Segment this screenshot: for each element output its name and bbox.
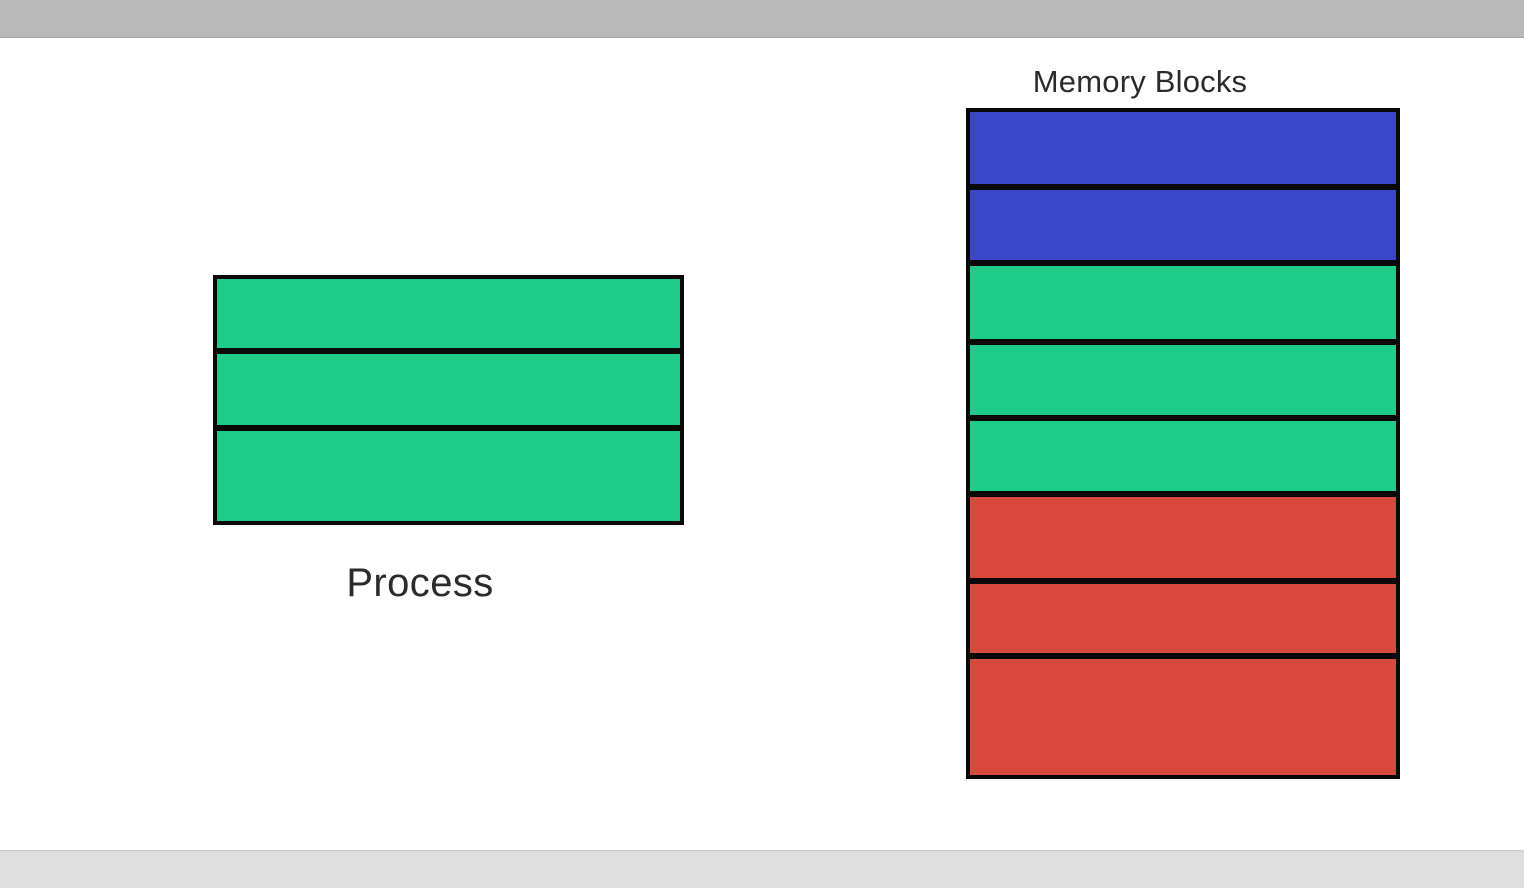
process-block-0 [213,275,684,352]
memory-block-1 [966,186,1400,264]
memory-block-5 [966,493,1400,582]
memory-blocks-title: Memory Blocks [1032,64,1248,99]
memory-block-7 [966,655,1400,779]
memory-block-3 [966,341,1400,419]
memory-block-0 [966,108,1400,188]
process-block-1 [213,350,684,429]
memory-blocks-stack [966,108,1400,779]
window-top-bar [0,0,1524,38]
process-block-2 [213,427,684,525]
memory-block-6 [966,580,1400,657]
process-stack [213,275,684,525]
memory-block-2 [966,262,1400,343]
memory-block-4 [966,417,1400,495]
slide-canvas: Memory Blocks Process [0,38,1524,850]
window-bottom-bar [0,850,1524,888]
process-title: Process [346,561,494,605]
